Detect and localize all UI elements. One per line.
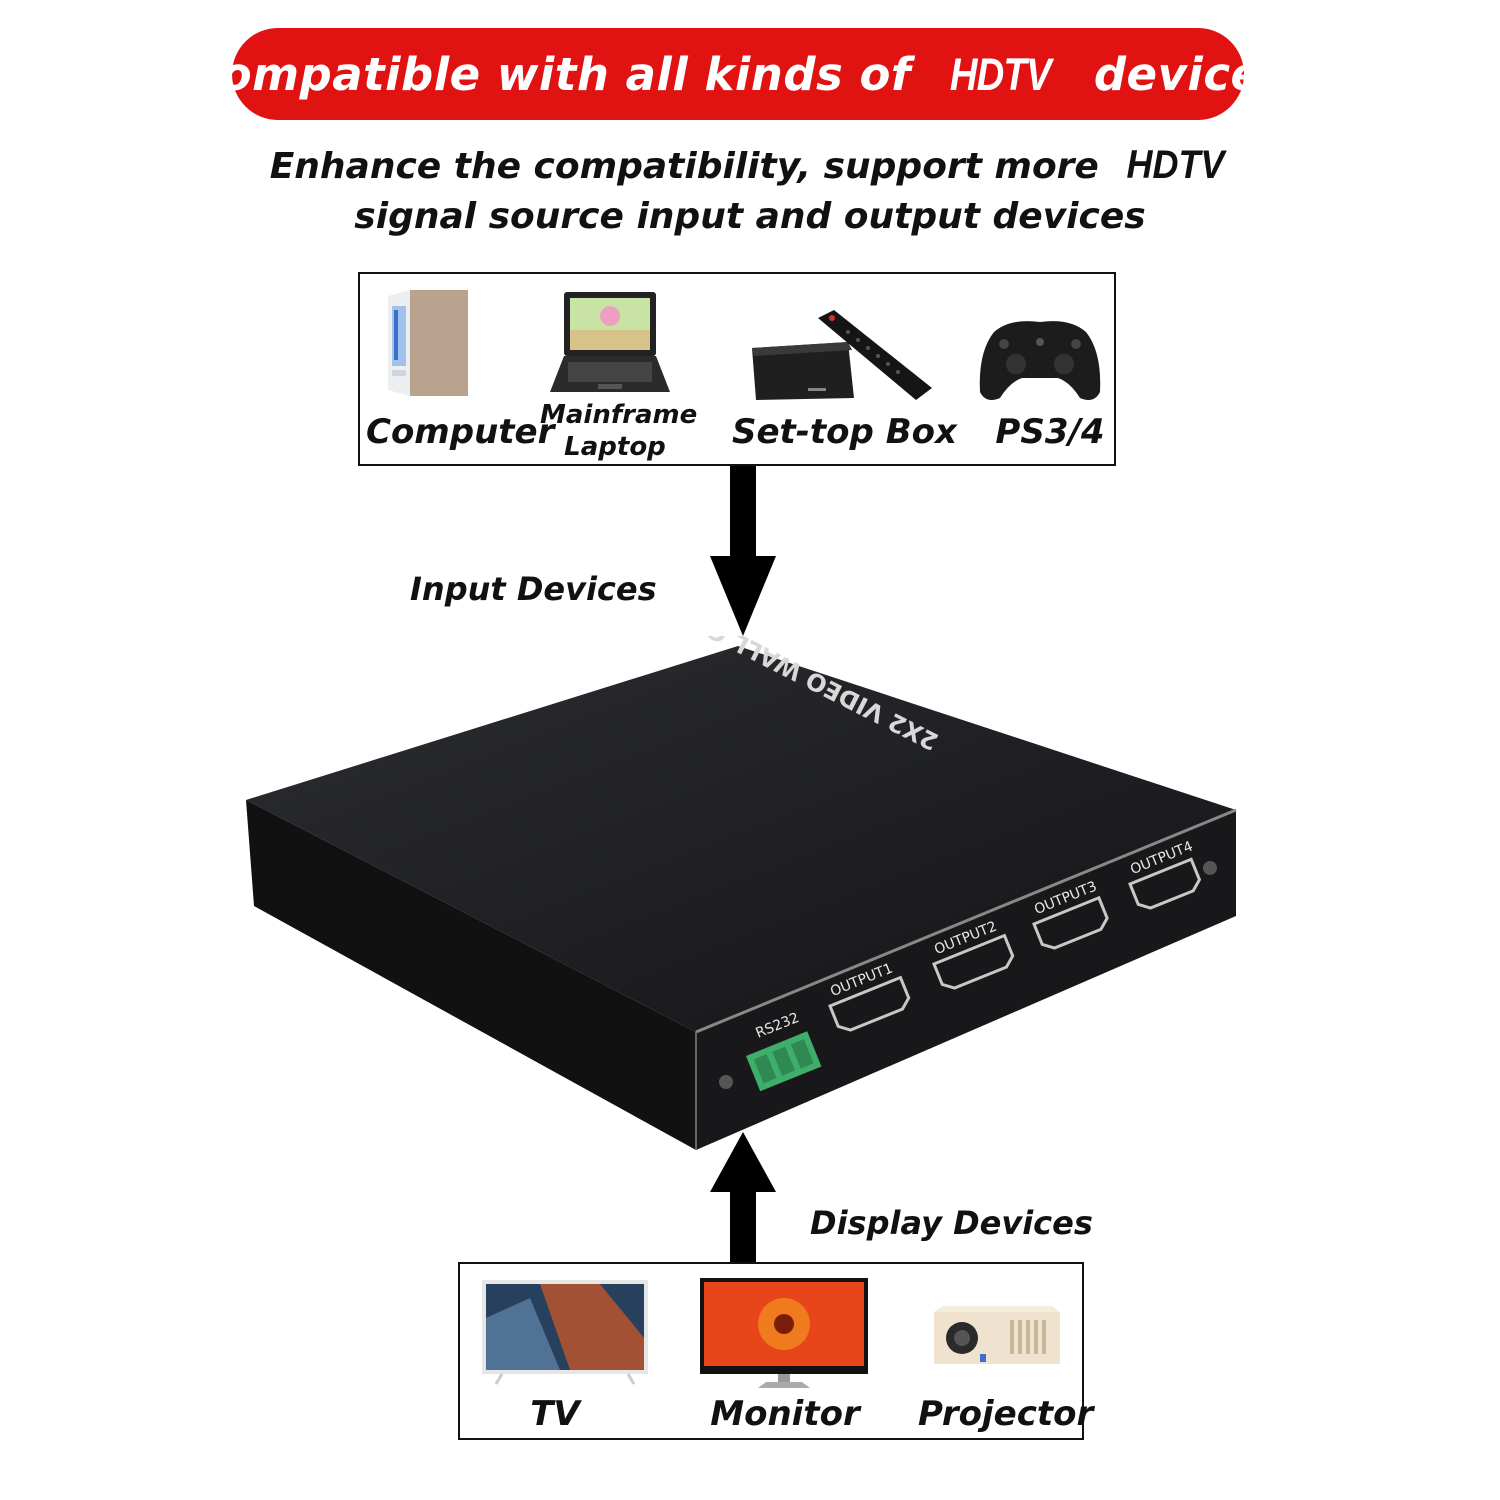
screw-left (719, 1075, 733, 1089)
device-front-panel (696, 810, 1236, 1150)
device-left-side (246, 800, 696, 1150)
computer-icon (388, 290, 468, 396)
subtitle-line1: Enhance the compatibility, support more … (200, 140, 1300, 192)
banner-text-before: Compatible with all kinds of (187, 47, 911, 101)
display-arrow (710, 1132, 776, 1262)
laptop-icon (550, 292, 670, 392)
title-banner: Compatible with all kinds of HDTV device… (187, 28, 1288, 120)
banner-highlight: HDTV (950, 48, 1052, 100)
input-devices-label: Input Devices (410, 570, 657, 608)
video-wall-controller: 2X2 VIDEO WALL CONTROLLER RS232 OUTPUT1 … (246, 636, 1237, 1150)
tv-label: TV (530, 1394, 580, 1434)
settop-box-icon (752, 310, 932, 400)
computer-label: Computer (366, 412, 555, 452)
banner-text: Compatible with all kinds of HDTV device… (187, 48, 1289, 101)
projector-icon (934, 1306, 1060, 1364)
subtitle-highlight: HDTV (1126, 143, 1225, 187)
device-top-surface (246, 646, 1236, 1032)
settop-box-label: Set-top Box (732, 412, 957, 452)
rs232-terminal (746, 1031, 822, 1092)
tv-icon (482, 1280, 648, 1385)
display-devices-label: Display Devices (810, 1204, 1093, 1242)
subtitle-line2: signal source input and output devices (354, 196, 1146, 237)
monitor-icon (700, 1278, 868, 1388)
game-controller-icon (979, 321, 1101, 400)
input-devices-box: Computer Mainframe Laptop Set-top Box PS… (358, 272, 1116, 466)
input-arrow (710, 466, 776, 636)
monitor-label: Monitor (710, 1394, 860, 1434)
laptop-label-line1: Mainframe (540, 400, 698, 430)
screw-right (1203, 861, 1217, 875)
subtitle-line1-text: Enhance the compatibility, support more (269, 146, 1099, 187)
subtitle: Enhance the compatibility, support more … (200, 140, 1300, 242)
display-devices-box: TV Monitor Projector (458, 1262, 1094, 1440)
projector-label: Projector (918, 1394, 1094, 1434)
banner-text-after: devices (1093, 47, 1289, 101)
laptop-label-line2: Laptop (564, 432, 666, 462)
console-label: PS3/4 (995, 412, 1105, 452)
